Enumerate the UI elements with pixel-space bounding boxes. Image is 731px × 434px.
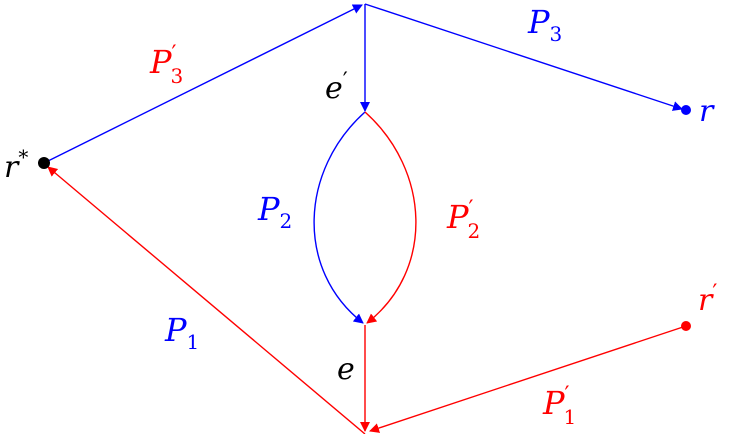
label-r-star: r* bbox=[4, 145, 28, 185]
edge-rprime-to-bottom bbox=[369, 325, 687, 433]
label-p2: P2 bbox=[257, 190, 292, 233]
label-r: r bbox=[699, 94, 715, 129]
label-p3-prime: P′3 bbox=[149, 42, 183, 88]
label-p2-prime: P′2 bbox=[446, 197, 480, 243]
label-p1-prime: P′1 bbox=[542, 383, 576, 429]
node-r bbox=[681, 105, 691, 115]
label-e-prime: e′ bbox=[325, 69, 348, 106]
node-r-prime bbox=[681, 321, 691, 331]
edge-rstar-to-top bbox=[43, 4, 363, 164]
label-p3: P3 bbox=[527, 3, 562, 46]
label-r-prime: r′ bbox=[698, 281, 717, 318]
node-r-star bbox=[38, 157, 50, 169]
edge-p2-blue-curve bbox=[313, 111, 366, 324]
label-p1: P1 bbox=[164, 311, 199, 354]
edge-top-to-r bbox=[364, 3, 683, 111]
edge-p2-prime-red-curve bbox=[364, 111, 417, 324]
label-e: e bbox=[337, 352, 355, 387]
edge-bottom-to-rstar bbox=[47, 166, 366, 434]
